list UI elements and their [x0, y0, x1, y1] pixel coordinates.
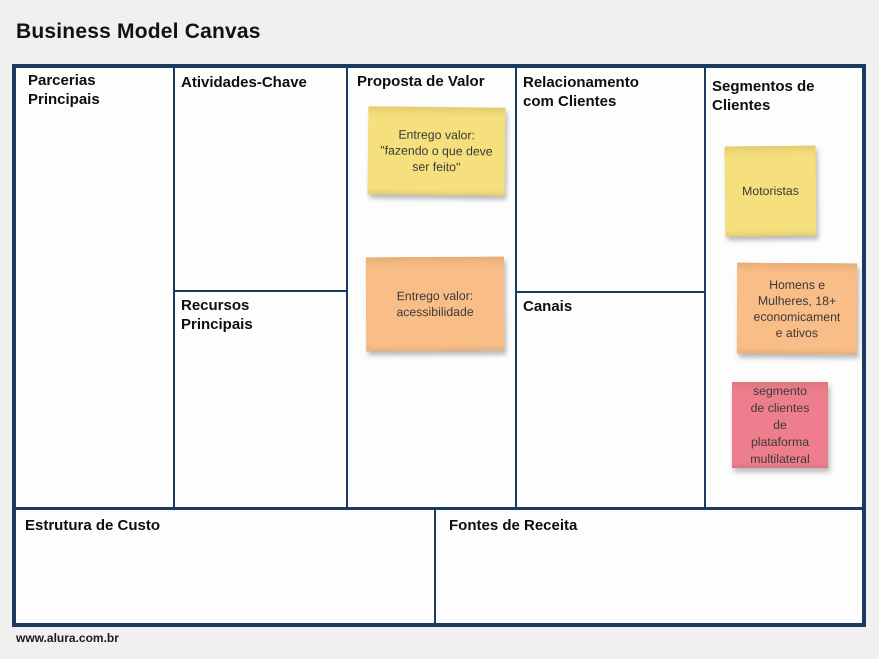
section-channels: Canais	[517, 293, 704, 507]
footer-url: www.alura.com.br	[16, 631, 119, 645]
grid-divider-vertical-1	[173, 68, 175, 509]
section-key-resources-label: Recursos Principais	[181, 297, 253, 333]
section-cost-structure: Estrutura de Custo	[16, 510, 434, 623]
grid-divider-relationships-channels	[517, 291, 704, 293]
grid-divider-bottom-row	[14, 507, 864, 510]
page-title: Business Model Canvas	[16, 20, 261, 43]
grid-divider-activities-resources	[175, 290, 346, 292]
section-channels-label: Canais	[523, 298, 573, 315]
grid-divider-cost-revenue	[434, 510, 436, 623]
sticky-note-value-delivery-accessibility: Entrego valor: acessibilidade	[365, 256, 505, 352]
sticky-note-segment-men-women-18plus: Homens e Mulheres, 18+ economicament e a…	[736, 262, 858, 355]
section-cost-structure-label: Estrutura de Custo	[25, 517, 161, 534]
section-customer-relationships-label: Relacionamento com Clientes	[523, 74, 639, 110]
section-customer-relationships: Relacionamento com Clientes	[517, 68, 704, 291]
sticky-note-segment-multisided-platform: segmento de clientes de plataforma multi…	[732, 382, 828, 468]
section-key-resources: Recursos Principais	[175, 292, 346, 507]
section-value-proposition-label: Proposta de Valor	[357, 73, 485, 90]
section-revenue-streams-label: Fontes de Receita	[449, 517, 578, 534]
sticky-note-value-delivery-doing-what-must-be-done: Entrego valor: "fazendo o que deve ser f…	[367, 106, 506, 196]
section-value-proposition: Proposta de Valor	[348, 68, 515, 507]
section-key-partners: Parcerias Principais	[16, 68, 173, 507]
section-key-partners-label: Parcerias Principais	[28, 72, 100, 108]
grid-divider-vertical-2	[346, 68, 348, 509]
section-customer-segments-label: Segmentos de Clientes	[712, 78, 815, 114]
section-revenue-streams: Fontes de Receita	[436, 510, 862, 623]
grid-divider-vertical-3	[515, 68, 517, 509]
grid-divider-vertical-4	[704, 68, 706, 509]
sticky-note-segment-drivers: Motoristas	[724, 145, 817, 237]
section-customer-segments: Segmentos de Clientes	[706, 68, 862, 507]
section-key-activities: Atividades-Chave	[175, 68, 346, 290]
section-key-activities-label: Atividades-Chave	[181, 74, 307, 91]
